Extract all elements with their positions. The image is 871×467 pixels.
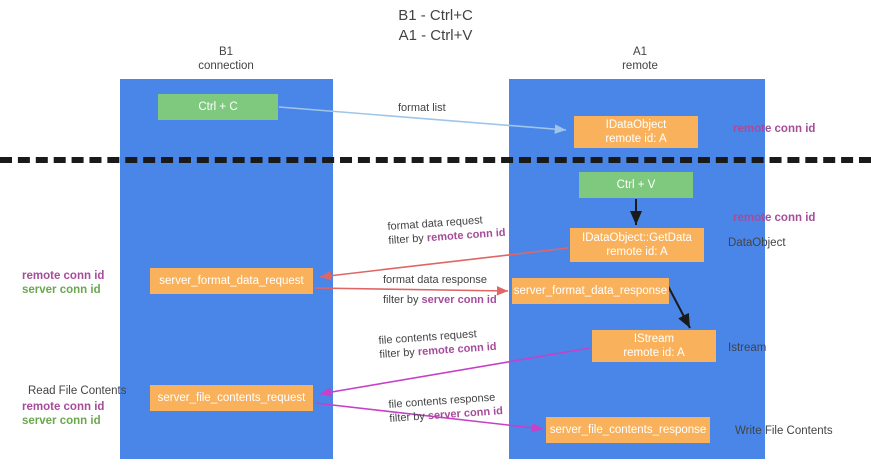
node-ctrl-v-label: Ctrl + V [616, 179, 656, 191]
node-ctrl-v[interactable]: Ctrl + V [579, 172, 693, 198]
edge-fcreq-filter-key: remote conn id [417, 340, 497, 359]
swimlane-header-b1: B1 connection [126, 46, 326, 73]
annotation-istream: Istream [728, 342, 767, 354]
edge-label-format-list: format list [398, 101, 446, 115]
edge-fdresp-line1: format data response [383, 274, 487, 286]
swimlane-b1-subtitle: connection [198, 59, 254, 72]
node-idataobject[interactable]: IDataObject remote id: A [574, 116, 698, 148]
annotation-remote-conn-id-mid: remote conn id [733, 212, 816, 224]
annotation-write-file-contents: Write File Contents [735, 425, 833, 437]
node-getdata-line2: remote id: A [606, 246, 668, 258]
node-sfdresp-label: server_format_data_response [513, 285, 668, 297]
annotation-remote-conn-id-top: remote conn id [733, 123, 816, 135]
swimlane-a1-subtitle: remote [622, 59, 658, 72]
node-ctrl-c-label: Ctrl + C [198, 101, 238, 113]
edge-fdresp-filter-key: server conn id [421, 294, 497, 306]
node-idataobject-getdata[interactable]: IDataObject::GetData remote id: A [570, 228, 704, 262]
edge-label-file-contents-request: file contents request filter by remote c… [378, 326, 497, 362]
node-sfcresp-label: server_file_contents_response [549, 424, 707, 436]
edge-label-format-data-request: format data request filter by remote con… [387, 212, 506, 248]
annotation-read-file-contents: Read File Contents [28, 385, 127, 397]
annotation-left-server-conn-id-1: server conn id [22, 284, 101, 296]
annotation-dataobject: DataObject [728, 237, 786, 249]
annotation-left-remote-conn-id-2: remote conn id [22, 401, 105, 413]
node-sfcreq-label: server_file_contents_request [157, 392, 306, 404]
phase-divider [0, 157, 871, 163]
edge-label-format-data-response: format data response filter by server co… [383, 273, 497, 307]
edge-fdresp-line2: filter by server conn id [383, 293, 497, 307]
node-istream-line1: IStream [633, 333, 675, 345]
node-server-format-data-response[interactable]: server_format_data_response [512, 278, 669, 304]
node-idataobject-line1: IDataObject [605, 119, 667, 131]
edge-fcresp-filter-key: server conn id [427, 405, 504, 423]
node-server-format-data-request[interactable]: server_format_data_request [150, 268, 313, 294]
edge-fdreq-filter-prefix: filter by [388, 232, 428, 247]
node-sfdreq-label: server_format_data_request [159, 275, 304, 287]
node-idataobject-line2: remote id: A [605, 133, 667, 145]
annotation-left-conn-ids-bottom: remote conn id server conn id [22, 400, 104, 428]
node-getdata-line1: IDataObject::GetData [582, 232, 692, 244]
swimlane-header-a1: A1 remote [540, 46, 740, 73]
node-server-file-contents-response[interactable]: server_file_contents_response [546, 417, 710, 443]
node-ctrl-c[interactable]: Ctrl + C [158, 94, 278, 120]
diagram-title-line1: B1 - Ctrl+C [398, 7, 473, 24]
diagram-title: B1 - Ctrl+C A1 - Ctrl+V [0, 6, 871, 46]
node-istream[interactable]: IStream remote id: A [592, 330, 716, 362]
edge-fcresp-filter-prefix: filter by [389, 410, 429, 425]
annotation-left-conn-ids-top: remote conn id server conn id [22, 269, 104, 297]
edge-fdreq-filter-key: remote conn id [426, 226, 506, 245]
edge-label-file-contents-response: file contents response filter by server … [388, 390, 503, 426]
node-server-file-contents-request[interactable]: server_file_contents_request [150, 385, 313, 411]
edge-fcreq-filter-prefix: filter by [379, 346, 419, 361]
diagram-title-line2: A1 - Ctrl+V [398, 27, 473, 44]
swimlane-a1-name: A1 [632, 46, 648, 58]
annotation-left-server-conn-id-2: server conn id [22, 415, 101, 427]
edge-fdresp-filter-prefix: filter by [383, 294, 422, 306]
annotation-left-remote-conn-id-1: remote conn id [22, 270, 105, 282]
edge-label-format-list-text: format list [398, 102, 446, 114]
swimlane-b1-name: B1 [218, 46, 234, 58]
node-istream-line2: remote id: A [623, 347, 685, 359]
